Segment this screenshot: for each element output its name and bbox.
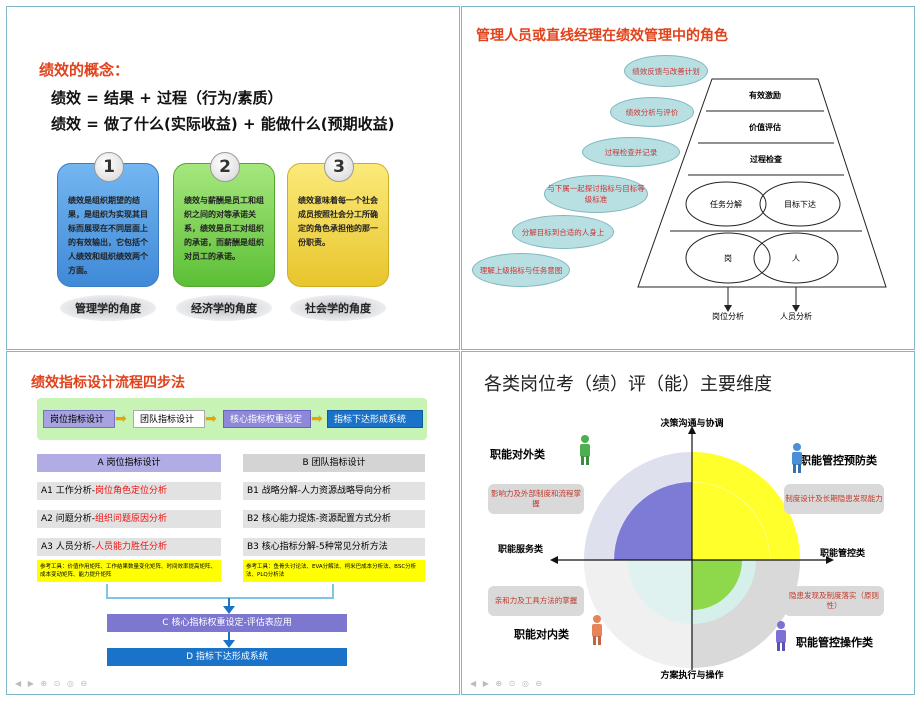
axis-right-label: 职能管控类 xyxy=(820,549,866,559)
card-sociology: 3 绩效意味着每一个社会成员按照社会分工所确定的角色承担他的那一份职责。 xyxy=(287,152,389,287)
col-b-row-2: B2 核心能力提炼-资源配置方式分析 xyxy=(243,510,425,528)
quadrant-label-external: 职能对外类 xyxy=(490,448,545,461)
col-b-row-1: B1 战略分解-人力资源战略导向分析 xyxy=(243,482,425,500)
bubble-feedback: 绩效反馈与改善计划 xyxy=(624,55,708,87)
bubble-discuss-standard: 与下属一起探讨指标与目标等级标准 xyxy=(544,175,648,213)
pill-external-capability: 影响力及外部制度和流程掌握 xyxy=(488,484,584,514)
card-2-base xyxy=(176,295,272,321)
col-a-tools: 参考工具：价值作用矩阵、工作结果数量变化矩阵、时间效率提高矩阵、成本变动矩阵、能… xyxy=(37,560,221,582)
col-a-row-1-label: A1 工作分析- xyxy=(41,486,95,496)
card-text-1: 绩效是组织期望的结果，是组织为实现其目标而展现在不同层面上的有效输出，它包括个人… xyxy=(68,196,148,275)
angle-label-economics: 经济学的角度 xyxy=(191,302,257,315)
pill-operation-capability: 隐患发现及制度落实（原则性） xyxy=(784,586,884,616)
card-number-2: 2 xyxy=(210,152,240,182)
angle-label-sociology: 社会学的角度 xyxy=(305,302,371,315)
bubble-understand-intent: 理解上级指标与任务意图 xyxy=(472,253,570,287)
oval-task-split: 任务分解 xyxy=(710,200,742,209)
card-3-base xyxy=(290,295,386,321)
axis-top-label: 决策沟通与协调 xyxy=(660,419,724,429)
flow-arrow-3-icon: ➡ xyxy=(311,411,323,427)
quadrant-label-internal: 职能对内类 xyxy=(514,628,569,641)
person-blue-icon xyxy=(792,443,802,473)
formula-line-1: 绩效 = 结果 + 过程（行为/素质） xyxy=(51,89,283,107)
oval-target-issue: 目标下达 xyxy=(784,200,816,209)
person-orange-icon xyxy=(592,615,602,645)
axis-bottom-label: 方案执行与操作 xyxy=(660,671,724,681)
pill-internal-capability: 亲和力及工具方法的掌握 xyxy=(488,586,584,616)
card-number-3: 3 xyxy=(324,152,354,182)
quadrant-label-operation: 职能管控操作类 xyxy=(796,636,873,649)
card-text-2: 绩效与薪酬是员工和组织之间的对等承诺关系，绩效是员工对组织的承诺，而薪酬是组织对… xyxy=(184,196,264,261)
col-a-row-1: A1 工作分析-岗位角色定位分析 xyxy=(37,482,221,500)
slide-manager-role: 管理人员或直线经理在绩效管理中的角色 有效激励 价值评估 过程检查 任务分解 目… xyxy=(461,6,915,350)
flow-step-4: 指标下达形成系统 xyxy=(327,410,423,428)
col-b-header: B 团队指标设计 xyxy=(243,454,425,472)
card-1-base xyxy=(60,295,156,321)
flow-step-3: 核心指标权重设定 xyxy=(223,410,311,428)
card-management: 1 绩效是组织期望的结果，是组织为实现其目标而展现在不同层面上的有效输出，它包括… xyxy=(57,152,159,287)
person-analysis-label: 人员分析 xyxy=(780,312,812,321)
bubble-check-record: 过程检查并记录 xyxy=(582,137,680,167)
role-title: 管理人员或直线经理在绩效管理中的角色 xyxy=(476,28,728,44)
card-economics: 2 绩效与薪酬是员工和组织之间的对等承诺关系，绩效是员工对组织的承诺，而薪酬是组… xyxy=(173,152,275,287)
step-c-bar: C 核心指标权重设定-评估表应用 xyxy=(107,614,347,632)
col-a-row-1-red: 岗位角色定位分析 xyxy=(95,486,168,496)
axis-left-label: 职能服务类 xyxy=(498,545,544,555)
post-analysis-label: 岗位分析 xyxy=(712,312,744,321)
quadrant-diagram xyxy=(550,426,834,670)
col-a-row-3: A3 人员分析-人员能力胜任分析 xyxy=(37,538,221,556)
col-a-row-3-label: A3 人员分析- xyxy=(41,542,95,552)
flow-arrow-2-icon: ➡ xyxy=(205,411,217,427)
slide-assessment-dimensions: 各类岗位考（绩）评（能）主要维度 决策沟通与协调 方案执行与操作 职能服务类 职… xyxy=(461,351,915,695)
oval-post: 岗 xyxy=(724,254,732,263)
bubble-assign-target: 分解目标到合适的人身上 xyxy=(512,215,614,249)
col-a-row-3-red: 人员能力胜任分析 xyxy=(95,542,168,552)
pill-prevention-capability: 制度设计及长期隐患发现能力 xyxy=(784,484,884,514)
col-a-header: A 岗位指标设计 xyxy=(37,454,221,472)
flow-step-2: 团队指标设计 xyxy=(133,410,205,428)
design-title: 绩效指标设计流程四步法 xyxy=(31,375,185,391)
person-green-icon xyxy=(580,435,590,465)
oval-person: 人 xyxy=(792,254,800,263)
slide-nav-controls-2[interactable]: ◀ ▶ ⊕ ⊙ ◎ ⊖ xyxy=(470,679,545,688)
angle-label-management: 管理学的角度 xyxy=(75,302,141,315)
level-label-value: 价值评估 xyxy=(749,123,781,132)
flow-step-1: 岗位指标设计 xyxy=(43,410,115,428)
flow-arrow-1-icon: ➡ xyxy=(115,411,127,427)
slide-nav-controls[interactable]: ◀ ▶ ⊕ ⊙ ◎ ⊖ xyxy=(15,679,90,688)
card-text-3: 绩效意味着每一个社会成员按照社会分工所确定的角色承担他的那一份职责。 xyxy=(298,196,378,247)
merge-connector xyxy=(106,584,334,648)
quadrant-label-prevention: 职能管控预防类 xyxy=(800,454,877,467)
card-number-1: 1 xyxy=(94,152,124,182)
formula-line-2: 绩效 = 做了什么(实际收益) + 能做什么(预期收益) xyxy=(51,115,395,133)
col-b-row-3: B3 核心指标分解-5种常见分析方法 xyxy=(243,538,425,556)
col-a-row-2-label: A2 问题分析- xyxy=(41,514,95,524)
slide-four-step-design: 绩效指标设计流程四步法 岗位指标设计 ➡ 团队指标设计 ➡ 核心指标权重设定 ➡… xyxy=(6,351,460,695)
bubble-analysis: 绩效分析与评价 xyxy=(610,97,694,127)
dimensions-title: 各类岗位考（绩）评（能）主要维度 xyxy=(484,374,772,395)
col-a-row-2-red: 组织问题原因分析 xyxy=(95,514,168,524)
person-purple-icon xyxy=(776,621,786,651)
col-b-tools: 参考工具：鱼骨头讨论法、EVA分解法、柯米巴成本分析法、BSC分析法、PLQ分析… xyxy=(243,560,425,582)
slide-performance-concept: 绩效的概念： 绩效 = 结果 + 过程（行为/素质） 绩效 = 做了什么(实际收… xyxy=(6,6,460,350)
col-a-row-2: A2 问题分析-组织问题原因分析 xyxy=(37,510,221,528)
trapezoid-diagram xyxy=(637,78,887,312)
concept-title: 绩效的概念： xyxy=(39,61,130,79)
level-label-process: 过程检查 xyxy=(750,155,782,164)
step-d-bar: D 指标下达形成系统 xyxy=(107,648,347,666)
level-label-incentive: 有效激励 xyxy=(749,91,781,100)
